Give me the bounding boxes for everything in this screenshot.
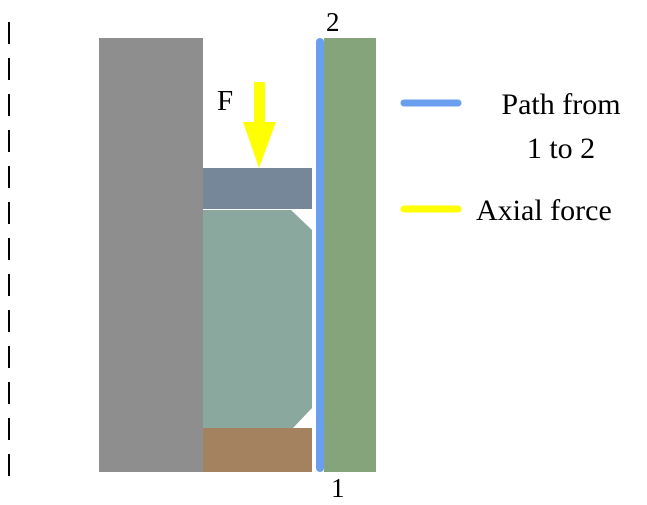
- axial-force-arrow: [243, 82, 276, 168]
- shaft-block: [324, 38, 376, 472]
- legend-force-label: Axial force: [476, 194, 612, 227]
- legend: Path from 1 to 2 Axial force: [400, 88, 621, 227]
- point-1-label: 1: [331, 473, 345, 503]
- seal-element: [203, 210, 312, 428]
- legend-path-label-line1: Path from: [501, 88, 620, 121]
- legend-path-label-line2: 1 to 2: [527, 132, 595, 165]
- force-label: F: [217, 85, 233, 117]
- bottom-ring: [203, 428, 312, 472]
- point-2-label: 2: [326, 7, 340, 37]
- top-ring: [203, 168, 312, 209]
- housing-block: [99, 38, 203, 472]
